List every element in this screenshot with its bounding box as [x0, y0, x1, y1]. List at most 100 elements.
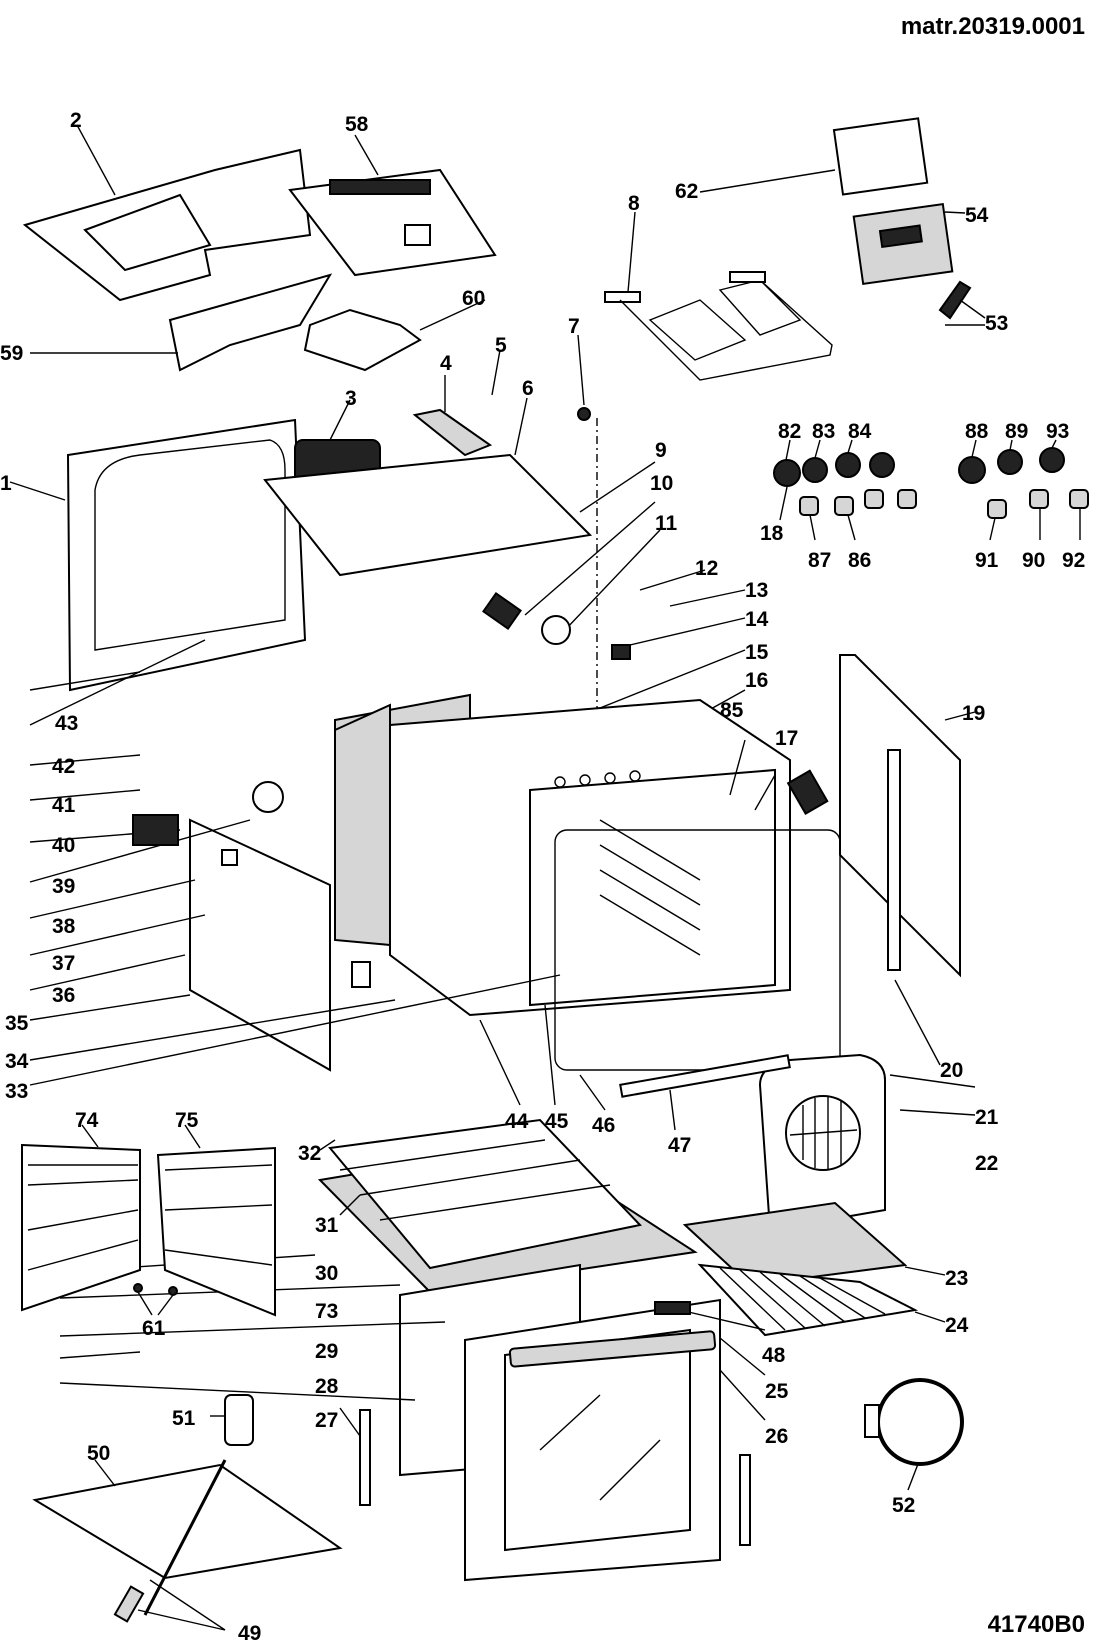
label-61: 61 [142, 1317, 166, 1340]
part-27-hinge-right [739, 1454, 751, 1546]
label-13: 13 [745, 579, 768, 602]
part-46-door-gasket [554, 829, 841, 1071]
label-14: 14 [745, 608, 769, 631]
part-40-block [132, 814, 179, 846]
label-37: 37 [52, 952, 75, 975]
part-14-component [611, 644, 631, 660]
label-45: 45 [545, 1110, 569, 1133]
label-30: 30 [315, 1262, 338, 1285]
part-48-vent [654, 1301, 691, 1315]
label-40: 40 [52, 834, 75, 857]
label-20: 20 [940, 1059, 963, 1082]
label-26: 26 [765, 1425, 788, 1448]
label-82: 82 [778, 420, 801, 443]
label-4: 4 [440, 352, 452, 375]
part-front-strip [30, 273, 333, 372]
part-labels: 2 58 59 60 62 8 54 53 7 4 5 6 3 1 9 10 1… [0, 109, 1085, 1645]
label-41: 41 [52, 794, 76, 817]
label-31: 31 [315, 1214, 339, 1237]
label-60: 60 [462, 287, 485, 310]
leader-11 [564, 529, 661, 631]
label-58: 58 [345, 113, 369, 136]
label-7: 7 [568, 315, 580, 338]
part-50-rotisserie-frame [32, 1459, 343, 1580]
label-44: 44 [505, 1110, 529, 1133]
part-74-side-liner [21, 1124, 141, 1312]
label-86: 86 [848, 549, 871, 572]
leader-85 [729, 739, 746, 796]
knob-assembly [773, 439, 1089, 541]
part-49-spit [113, 1459, 227, 1631]
label-1: 1 [0, 472, 12, 495]
part-23-tray [682, 1201, 946, 1287]
part-58-cover [288, 134, 497, 277]
label-50: 50 [87, 1442, 110, 1465]
label-10: 10 [650, 472, 673, 495]
part-54-timer [852, 202, 966, 286]
part-27-hinge [359, 1409, 371, 1506]
part-34-rear-panel [29, 639, 561, 1086]
leader-17 [754, 774, 776, 811]
label-21: 21 [975, 1106, 999, 1129]
label-47: 47 [668, 1134, 691, 1157]
label-62: 62 [675, 180, 698, 203]
part-53-connector [938, 280, 986, 326]
label-39: 39 [52, 875, 75, 898]
label-85: 85 [720, 699, 744, 722]
part-61-screw-b [168, 1286, 178, 1296]
label-12: 12 [695, 557, 718, 580]
part-1-side-panel [9, 418, 307, 692]
part-24-wire-rack [697, 1263, 946, 1337]
part-35-cap [351, 961, 371, 988]
label-25: 25 [765, 1380, 789, 1403]
part-8-grill-element [604, 211, 833, 381]
label-11: 11 [655, 512, 678, 535]
label-17: 17 [775, 727, 798, 750]
part-7-thermostat-bulb [577, 334, 598, 725]
leader-44 [479, 1019, 521, 1106]
label-48: 48 [762, 1344, 786, 1367]
part-vent-clip [786, 769, 829, 815]
part-top-cover [22, 124, 312, 302]
label-8: 8 [628, 192, 640, 215]
label-3: 3 [345, 387, 357, 410]
label-83: 83 [812, 420, 835, 443]
label-75: 75 [175, 1109, 199, 1132]
part-60-duct [303, 299, 486, 372]
label-73: 73 [315, 1300, 338, 1323]
drawing-code: 41740B0 [988, 1611, 1085, 1638]
label-88-top: 88 [965, 420, 989, 443]
label-43: 43 [55, 712, 78, 735]
part-75-side-liner [156, 1124, 276, 1317]
leader-46 [579, 1074, 606, 1111]
leader-73 [59, 1351, 141, 1359]
leader-12 [639, 569, 706, 591]
label-15: 15 [745, 641, 769, 664]
label-59: 59 [0, 342, 23, 365]
part-26-oven-door [59, 1263, 766, 1582]
label-16: 16 [745, 669, 768, 692]
part-51-spit-motor [210, 1394, 254, 1446]
label-24: 24 [945, 1314, 969, 1337]
label-33: 33 [5, 1080, 28, 1103]
leader-14 [629, 617, 746, 646]
part-39-lamp [252, 781, 284, 813]
part-52-circular-element [864, 1378, 964, 1491]
leader-61a [137, 1291, 153, 1316]
label-89: 89 [1005, 420, 1028, 443]
leader-27 [339, 1407, 361, 1437]
label-93: 93 [1046, 420, 1069, 443]
label-9: 9 [655, 439, 667, 462]
leader-61b [157, 1294, 174, 1316]
part-61-screw [133, 1283, 143, 1293]
part-6-top-plate [263, 397, 593, 577]
label-46: 46 [592, 1114, 615, 1137]
part-16-oven-cavity [334, 693, 791, 1017]
label-51: 51 [172, 1407, 196, 1430]
label-91: 91 [975, 549, 999, 572]
label-34: 34 [5, 1050, 29, 1073]
part-11-lamp [541, 615, 571, 645]
label-2: 2 [70, 109, 82, 132]
label-35: 35 [5, 1012, 29, 1035]
leader-47 [669, 1089, 676, 1131]
